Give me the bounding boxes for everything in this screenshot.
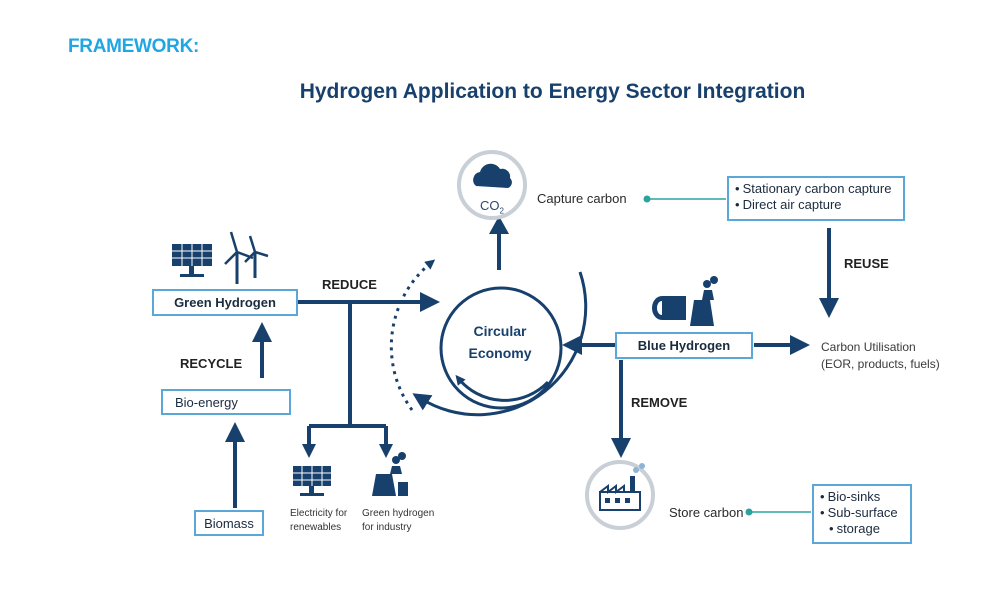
page-title: Hydrogen Application to Energy Sector In… (299, 80, 806, 103)
solar-panel-small-icon (293, 466, 331, 496)
blue-to-utilisation-arrow (754, 335, 810, 355)
storage-methods-box: Bio-sinks Sub-surface storage (812, 484, 912, 544)
pipeline-factory-icon (652, 276, 718, 326)
remove-label: REMOVE (631, 395, 688, 410)
co2-subscript: 2 (499, 206, 504, 216)
wind-turbine-icon (224, 231, 269, 284)
circular-economy-line1: Circular (473, 323, 527, 339)
green-industry-line2: for industry (362, 522, 412, 533)
recycle-arrow (252, 322, 272, 378)
carbon-utilisation-line2: (EOR, products, fuels) (821, 357, 940, 371)
reuse-label: REUSE (844, 256, 889, 271)
remove-arrow (611, 360, 631, 458)
blue-hydrogen-box: Blue Hydrogen (615, 332, 753, 359)
arrow-to-co2 (489, 216, 509, 270)
reduce-arrow (297, 292, 440, 458)
storage-method-item-continued: storage (820, 521, 904, 537)
capture-connector (643, 195, 726, 203)
storage-method-continued-text: storage (836, 521, 880, 536)
circular-economy-ring (389, 259, 588, 417)
green-hydrogen-industry-label: Green hydrogen for industry (362, 507, 434, 535)
store-connector (745, 508, 811, 516)
storage-method-item: Sub-surface (820, 505, 904, 521)
store-carbon-label: Store carbon (669, 505, 744, 520)
green-hydrogen-box: Green Hydrogen (152, 289, 298, 316)
capture-methods-box: Stationary carbon capture Direct air cap… (727, 176, 905, 221)
blue-to-circle-arrow (562, 335, 615, 355)
biomass-arrow (225, 422, 245, 508)
co2-cloud-icon (457, 150, 527, 220)
solar-panel-icon (172, 244, 212, 277)
green-industry-line1: Green hydrogen (362, 508, 435, 519)
bio-energy-box: Bio-energy (161, 389, 291, 415)
reuse-arrow (819, 228, 839, 318)
recycle-label: RECYCLE (180, 356, 243, 371)
capture-method-item: Stationary carbon capture (735, 181, 897, 197)
capture-method-item: Direct air capture (735, 197, 897, 213)
co2-main: CO (480, 198, 500, 213)
carbon-utilisation-label: Carbon Utilisation (EOR, products, fuels… (821, 339, 940, 373)
reduce-label: REDUCE (322, 277, 377, 292)
electricity-line1: Electricity for (290, 508, 348, 519)
circular-economy-line2: Economy (468, 345, 532, 361)
electricity-line2: renewables (290, 522, 342, 533)
co2-text: CO2 (480, 198, 504, 216)
carbon-utilisation-line1: Carbon Utilisation (821, 340, 916, 354)
electricity-renewables-label: Electricity for renewables (290, 507, 347, 535)
capture-carbon-label: Capture carbon (537, 191, 627, 206)
factory-storage-icon (585, 460, 655, 530)
circular-economy-label: Circular Economy (452, 320, 548, 364)
framework-label: FRAMEWORK: (68, 36, 200, 57)
storage-method-item: Bio-sinks (820, 489, 904, 505)
cooling-tower-icon (372, 452, 408, 496)
biomass-box: Biomass (194, 510, 264, 536)
